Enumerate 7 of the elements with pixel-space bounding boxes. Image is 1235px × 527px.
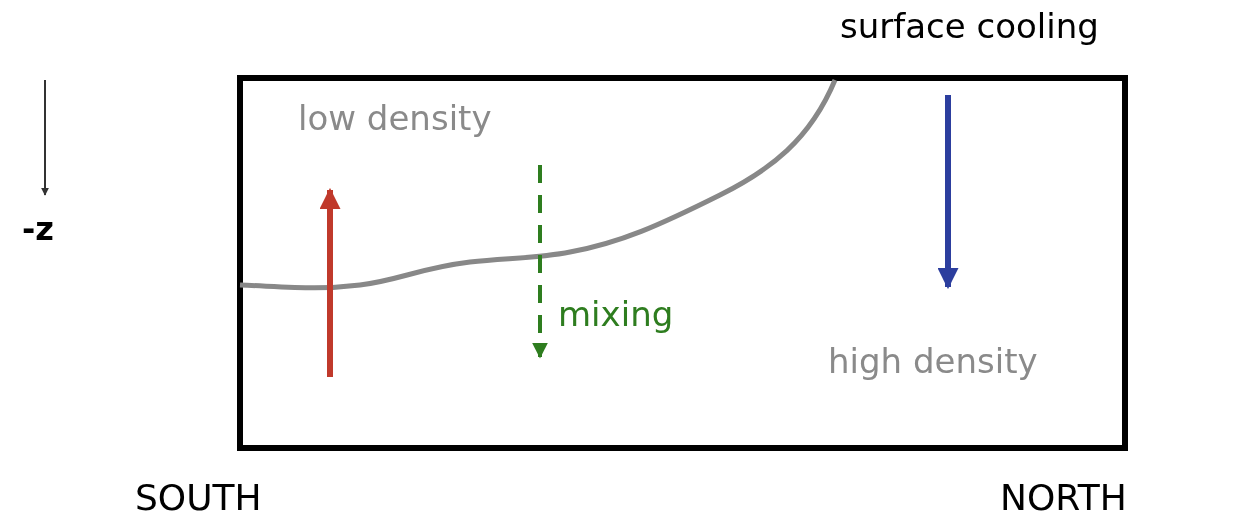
direction-label: NORTH (1000, 478, 1127, 518)
annotation-text: low density (298, 100, 492, 138)
annotation-text: surface cooling (840, 8, 1099, 46)
axis-label: -z (22, 212, 54, 248)
direction-label: SOUTH (135, 478, 262, 518)
arrow-label: mixing (558, 296, 674, 334)
annotation-text: high density (828, 343, 1038, 381)
